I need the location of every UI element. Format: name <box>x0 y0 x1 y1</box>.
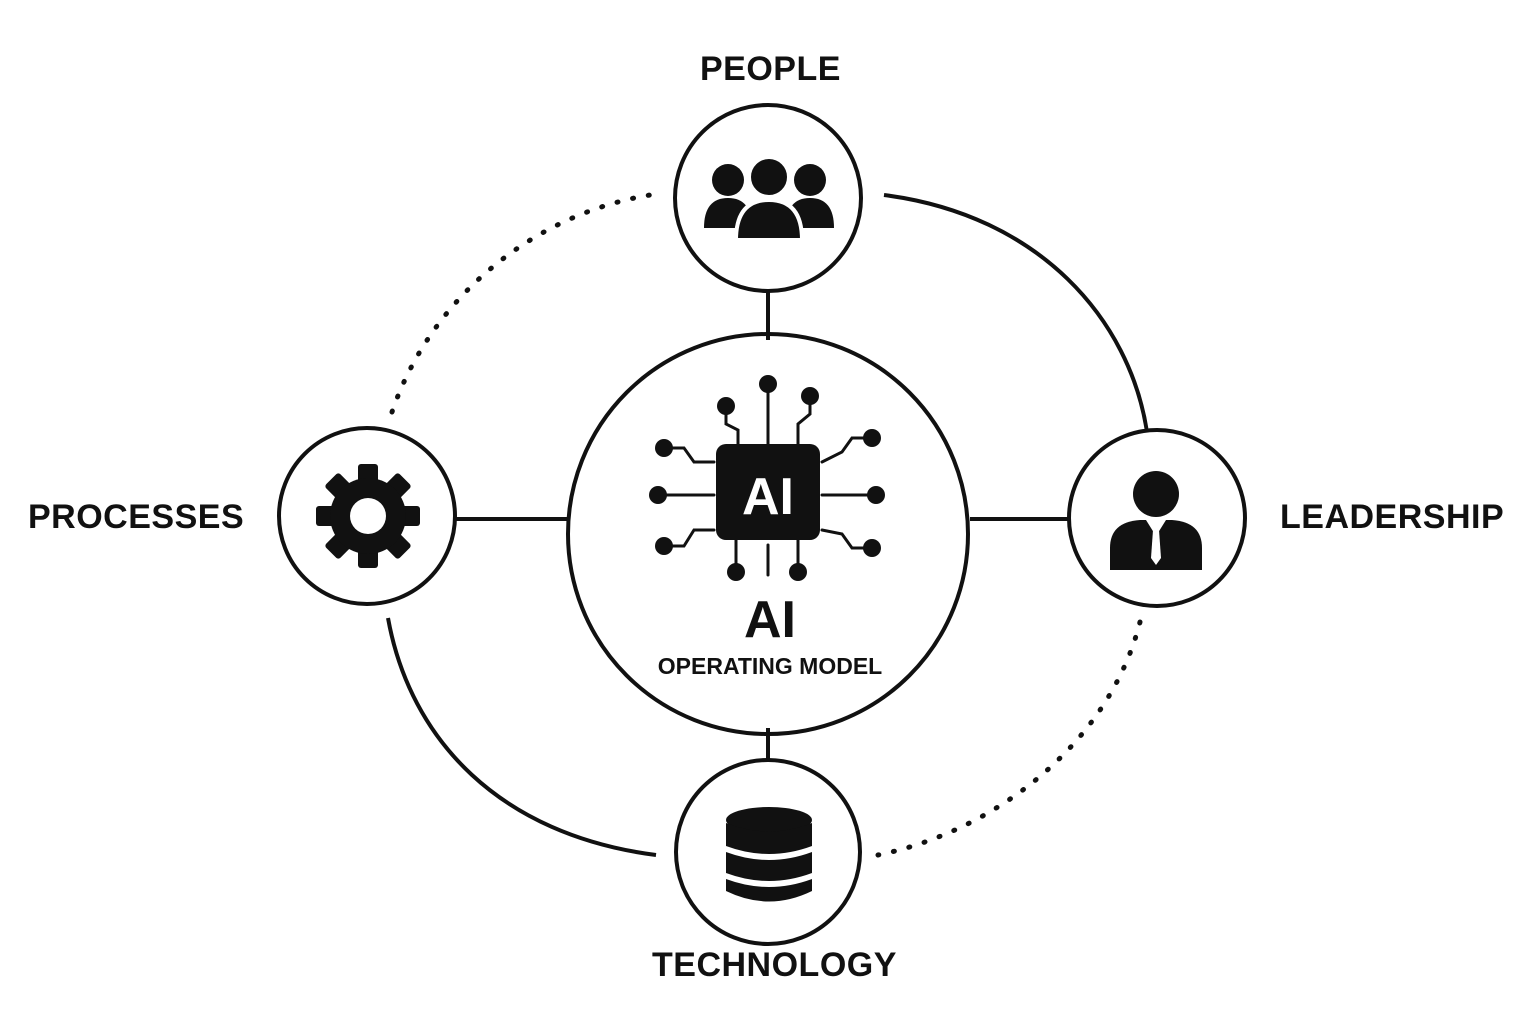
processes-label: PROCESSES <box>28 498 245 536</box>
arc-people-leadership <box>883 193 1149 433</box>
ai-chip-icon: AI <box>649 375 885 581</box>
arc-leadership-technology <box>875 619 1143 858</box>
people-group-icon <box>704 155 834 242</box>
technology-label: TECHNOLOGY <box>652 946 897 984</box>
gear-icon <box>316 464 420 568</box>
database-icon <box>726 807 812 902</box>
leadership-label: LEADERSHIP <box>1280 498 1505 536</box>
node-leadership[interactable] <box>1067 428 1247 608</box>
arc-technology-processes <box>386 617 657 857</box>
businessman-icon <box>1110 471 1202 570</box>
people-label: PEOPLE <box>700 50 841 88</box>
center-title: AI <box>744 591 796 649</box>
center-subtitle: OPERATING MODEL <box>657 653 883 679</box>
center-circle <box>566 332 970 736</box>
arc-processes-people <box>389 192 653 415</box>
chip-text: AI <box>742 468 794 526</box>
